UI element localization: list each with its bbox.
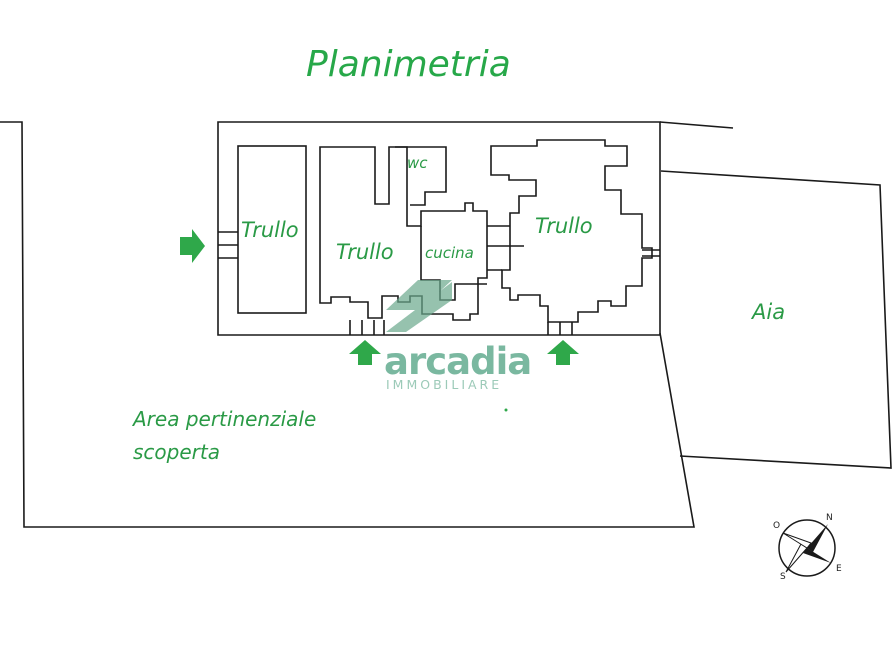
- door-right: [547, 322, 573, 335]
- compass-s: S: [780, 572, 786, 582]
- compass-e: E: [836, 564, 842, 574]
- room-label-trullo-left: Trullo: [241, 218, 299, 242]
- room-label-cucina: cucina: [425, 244, 474, 262]
- watermark-subtitle: IMMOBILIARE: [386, 377, 503, 392]
- wc-walls: [395, 146, 447, 206]
- watermark-logo-mark: [386, 280, 452, 332]
- room-label-wc: wc: [407, 154, 428, 172]
- room-label-trullo-right: Trullo: [535, 214, 593, 238]
- trullo-center-walls: [319, 146, 488, 321]
- compass-rose-icon: [778, 519, 836, 577]
- door-center: [349, 320, 385, 335]
- plan-title: Planimetria: [306, 44, 511, 85]
- compass-n: N: [826, 513, 833, 523]
- area-label-outdoor-line2: scoperta: [133, 440, 220, 464]
- area-label-aia: Aia: [752, 300, 786, 324]
- building-outline: [217, 121, 661, 336]
- plot-boundary: [0, 121, 695, 528]
- trullo-left-walls: [237, 145, 307, 314]
- entrance-arrow-south-center: [349, 340, 381, 365]
- entrance-arrow-west: [180, 229, 205, 263]
- door-left: [218, 231, 238, 259]
- compass-o: O: [773, 521, 781, 531]
- room-label-trullo-center: Trullo: [336, 240, 394, 264]
- trullo-right-walls: [490, 139, 653, 323]
- entrance-arrow-south-right: [547, 340, 579, 365]
- watermark-brand: arcadia: [384, 340, 532, 383]
- top-boundary: [659, 121, 734, 129]
- aia-boundary: [660, 170, 892, 469]
- area-label-outdoor-line1: Area pertinenziale: [133, 407, 317, 431]
